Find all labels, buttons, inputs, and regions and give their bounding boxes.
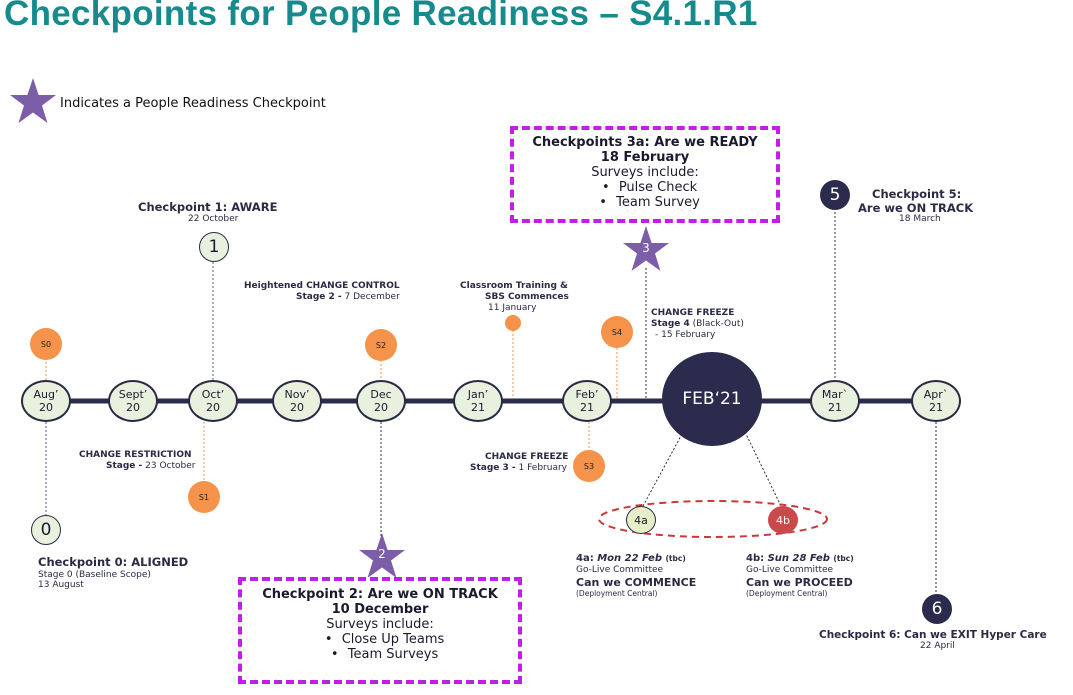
legend-text: Indicates a People Readiness Checkpoint xyxy=(60,96,326,111)
month-node-aug20: Aug’20 xyxy=(21,380,71,422)
checkpoint-2-box: Checkpoint 2: Are we ON TRACK 10 Decembe… xyxy=(238,577,522,684)
checkpoint-1-marker: 1 xyxy=(199,232,229,262)
legend-star-icon xyxy=(10,78,56,123)
checkpoint-2-survey-item: •Team Surveys xyxy=(330,647,439,662)
checkpoint-3-star-number: 3 xyxy=(642,241,650,255)
checkpoint-3-survey-item: •Team Survey xyxy=(599,195,700,210)
checkpoint-0-date: 13 August xyxy=(38,580,84,590)
checkpoint-3-title: Checkpoints 3a: Are we READY xyxy=(532,135,758,150)
checkpoint-0-stage: Stage 0 (Baseline Scope) xyxy=(38,570,151,580)
checkpoint-6-marker: 6 xyxy=(922,594,952,624)
checkpoint-4b-label: 4b: Sun 28 Feb (tbc) Go-Live Committee C… xyxy=(746,553,854,598)
month-node-nov20: Nov’20 xyxy=(272,380,322,422)
checkpoint-4a-label: 4a: Mon 22 Feb (tbc) Go-Live Committee C… xyxy=(576,553,697,598)
checkpoint-3-box: Checkpoints 3a: Are we READY 18 February… xyxy=(510,126,780,223)
month-node-feb21-golive: FEB‘21 xyxy=(662,352,762,446)
checkpoint-0-title: Checkpoint 0: ALIGNED xyxy=(38,555,189,569)
change-freeze-stage3-stage: Stage 3 - 1 February xyxy=(470,463,567,473)
heightened-change-control-stage: Stage 2 - 7 December xyxy=(296,292,400,302)
checkpoint-2-star-icon xyxy=(359,533,405,578)
checkpoint-1-date: 22 October xyxy=(188,214,239,224)
checkpoint-6-date: 22 April xyxy=(920,641,955,651)
checkpoint-3-date: 18 February xyxy=(600,150,690,165)
checkpoint-3-star-icon xyxy=(623,226,669,271)
month-node-jan21: Jan’21 xyxy=(453,380,503,422)
checkpoint-5-title-line1: Checkpoint 5: xyxy=(872,187,962,201)
survey-dot-s2: S2 xyxy=(365,329,397,361)
page-title: Checkpoints for People Readiness – S4.1.… xyxy=(4,0,758,33)
heightened-change-control-title: Heightened CHANGE CONTROL xyxy=(244,281,400,291)
checkpoint-2-title: Checkpoint 2: Are we ON TRACK xyxy=(262,587,498,602)
survey-dot-s1: S1 xyxy=(188,481,220,513)
change-freeze-stage3-title: CHANGE FREEZE xyxy=(485,452,569,462)
month-node-sep20: Sept’20 xyxy=(108,380,158,422)
change-freeze-stage4-title: CHANGE FREEZE xyxy=(651,308,735,318)
checkpoint-5-date: 18 March xyxy=(899,214,941,224)
change-freeze-stage4-stage: Stage 4 (Black-Out) xyxy=(651,319,744,329)
checkpoint-3-surveys-label: Surveys include: xyxy=(591,165,699,180)
checkpoint-4b-marker: 4b xyxy=(768,506,798,534)
month-node-mar21: Mar`21 xyxy=(810,380,860,422)
checkpoint-0-marker: 0 xyxy=(31,515,61,545)
checkpoint-5-title-line2: Are we ON TRACK xyxy=(858,201,974,215)
checkpoint-2-survey-item: •Close Up Teams xyxy=(324,632,445,647)
checkpoint-5-marker: 5 xyxy=(820,180,850,210)
change-restriction-stage: Stage - 23 October xyxy=(106,461,196,471)
connector-4b xyxy=(744,431,782,507)
survey-dot-s0: S0 xyxy=(30,328,62,360)
checkpoint-4a-marker: 4a xyxy=(626,506,656,534)
classroom-training-date: 11 January xyxy=(488,303,537,313)
survey-dot-s3: S3 xyxy=(573,450,605,482)
month-node-oct20: Oct’20 xyxy=(188,380,238,422)
checkpoint-2-star-number: 2 xyxy=(378,547,386,561)
checkpoint-2-date: 10 December xyxy=(331,602,429,617)
checkpoint-1-title: Checkpoint 1: AWARE xyxy=(138,200,278,214)
classroom-training-subtitle: SBS Commences xyxy=(485,292,569,302)
classroom-training-title: Classroom Training & xyxy=(460,281,568,291)
checkpoint-3-survey-item: •Pulse Check xyxy=(601,180,698,195)
month-node-feb21: Feb’21 xyxy=(562,380,612,422)
classroom-training-dot xyxy=(505,315,521,331)
checkpoint-2-surveys-label: Surveys include: xyxy=(326,617,434,632)
checkpoint-6-title: Checkpoint 6: Can we EXIT Hyper Care xyxy=(819,629,1047,641)
change-restriction-title: CHANGE RESTRICTION xyxy=(79,450,192,460)
survey-dot-s4: S4 xyxy=(601,316,633,348)
checkpoint-4-group-ellipse xyxy=(598,500,828,538)
change-freeze-stage4-date: - 15 February xyxy=(655,330,716,340)
connector-4a xyxy=(642,433,683,507)
month-node-apr21: Apr`21 xyxy=(911,380,961,422)
